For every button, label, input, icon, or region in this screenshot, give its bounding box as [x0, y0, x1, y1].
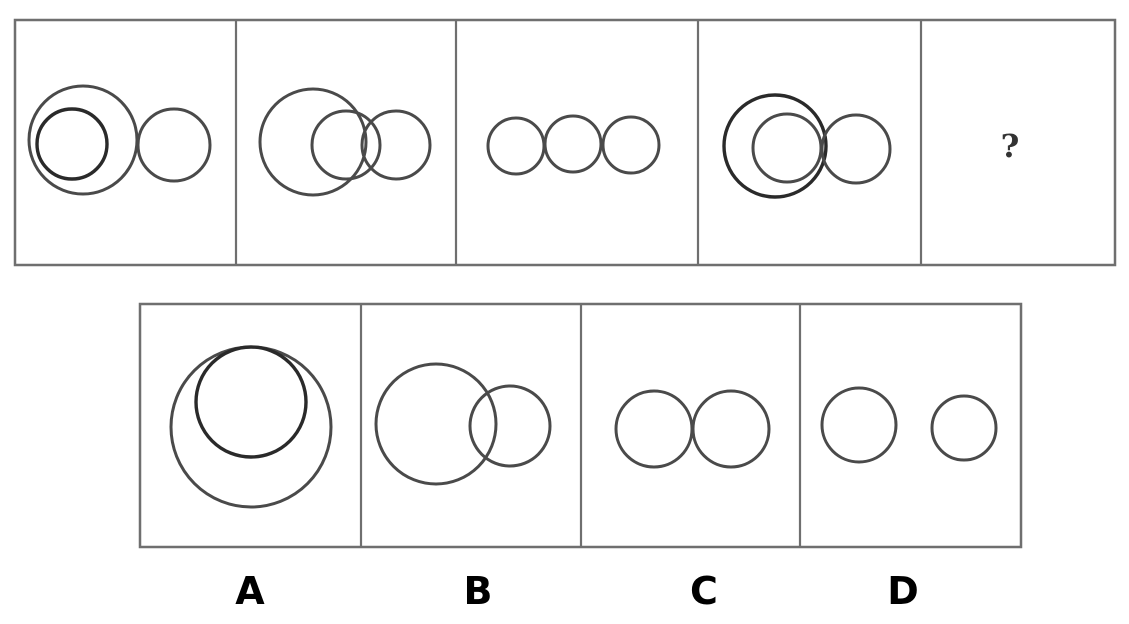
sequence-panel-2: [258, 87, 432, 197]
option-b-figure[interactable]: [374, 362, 552, 486]
large-circle: [169, 345, 333, 509]
option-c-label[interactable]: C: [690, 569, 718, 613]
small-circle: [601, 115, 661, 175]
option-d-label[interactable]: D: [887, 569, 919, 613]
small-circle: [194, 345, 308, 459]
small-circle: [360, 109, 432, 181]
small-circle: [614, 389, 694, 469]
question-sequence-row: ?: [13, 18, 1117, 267]
small-circle: [486, 116, 546, 176]
small-circle: [751, 112, 823, 184]
large-circle: [722, 93, 828, 199]
large-circle: [374, 362, 498, 486]
question-mark: ?: [1001, 127, 1020, 165]
large-circle: [258, 87, 368, 197]
large-circle: [820, 386, 898, 464]
sequence-panel-5: ?: [1001, 127, 1020, 165]
question-row-frame: [13, 18, 1117, 267]
small-circle: [468, 384, 552, 468]
sequence-panel-3: [486, 114, 661, 176]
small-circle: [35, 107, 109, 181]
small-circle: [543, 114, 603, 174]
small-circle: [930, 394, 998, 462]
answer-options-row: [138, 302, 1023, 549]
small-circle: [820, 113, 892, 185]
sequence-panel-1: [27, 84, 212, 196]
option-labels: A B C D: [235, 569, 918, 613]
option-b-label[interactable]: B: [464, 569, 493, 613]
sequence-panel-4: [722, 93, 892, 199]
option-d-figure[interactable]: [820, 386, 998, 464]
option-a-label[interactable]: A: [235, 569, 265, 613]
small-circle: [310, 109, 382, 181]
option-c-figure[interactable]: [614, 389, 771, 469]
small-circle: [136, 107, 212, 183]
small-circle: [691, 389, 771, 469]
option-a-figure[interactable]: [169, 345, 333, 509]
